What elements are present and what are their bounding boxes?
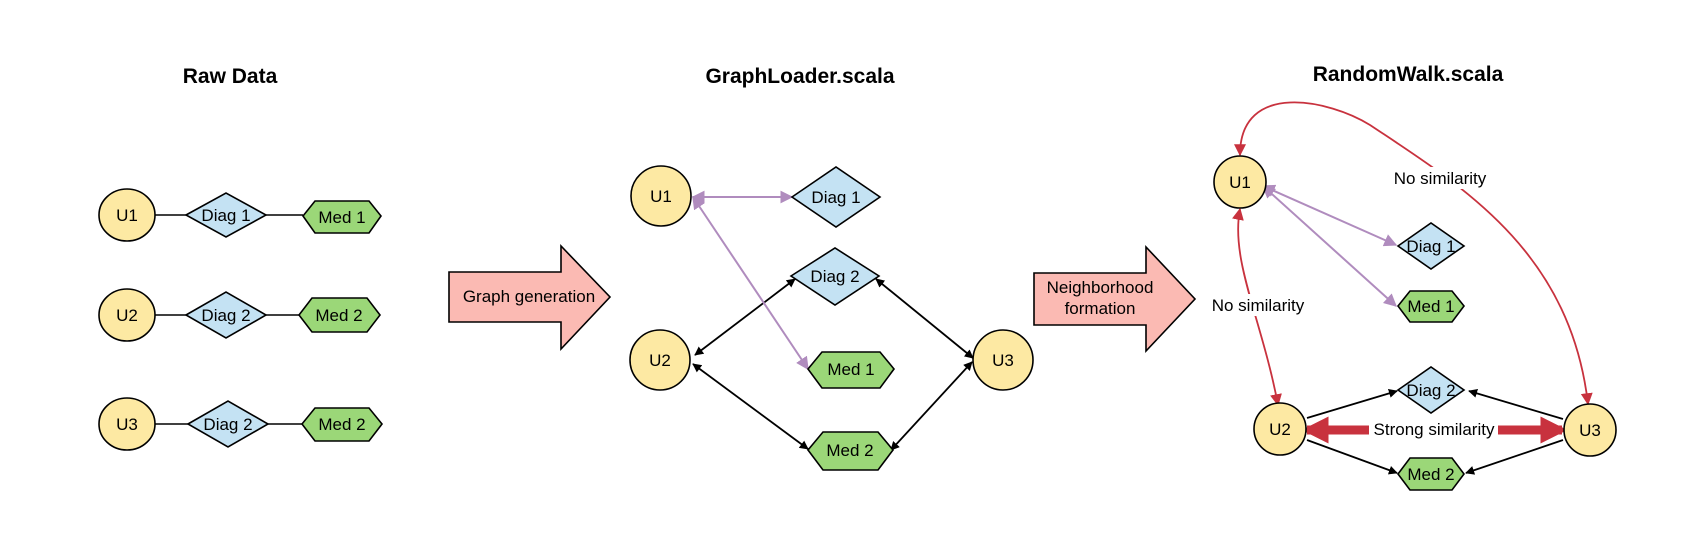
raw-data-panel: U1 Diag 1 Med 1 U2 Diag 2 Med 2 U3 Diag … [98, 188, 384, 451]
medication-label: Med 2 [315, 306, 362, 325]
neighborhood-label-line2: formation [1065, 299, 1136, 318]
raw-row-2: U2 Diag 2 Med 2 [98, 288, 382, 342]
graphloader-panel: U1 U2 U3 Diag 1 Diag 2 Med 1 Med 2 [629, 165, 1034, 471]
user-node [98, 397, 156, 451]
medication-node-med1 [806, 351, 896, 389]
graph-generation-step: Graph generation [448, 244, 612, 352]
neighborhood-formation-step: Neighborhood formation [1033, 244, 1197, 354]
diagnosis-label: Diag 1 [1406, 237, 1455, 256]
step-arrow-shape [1033, 244, 1197, 354]
diagnosis-node-diag2 [1396, 366, 1466, 414]
medication-node [301, 200, 383, 234]
edge-u1-diag1 [1261, 184, 1398, 247]
edge-diag2-u3 [875, 278, 974, 359]
label-bg [1370, 418, 1498, 440]
randomwalk-title: RandomWalk.scala [1313, 63, 1504, 86]
medication-node [300, 407, 384, 442]
user-node [98, 188, 156, 242]
user-node-u1 [1213, 155, 1267, 209]
medication-node-med1 [1396, 290, 1466, 323]
user-label: U2 [1269, 420, 1291, 439]
edge-u3-med2 [1465, 439, 1564, 475]
medication-label: Med 2 [318, 415, 365, 434]
raw-data-title: Raw Data [183, 65, 278, 88]
edge-u3-diag2 [1468, 388, 1564, 420]
diagnosis-label: Diag 2 [1406, 381, 1455, 400]
medication-node-med2 [806, 431, 895, 471]
user-label: U3 [992, 351, 1014, 370]
diagnosis-node-diag1 [1396, 222, 1466, 270]
user-node-u3 [1563, 403, 1617, 457]
diagnosis-node-diag2 [789, 247, 881, 306]
diagnosis-node [186, 400, 270, 448]
user-label: U1 [650, 187, 672, 206]
medication-node [297, 297, 382, 333]
diagnosis-node-diag1 [790, 166, 882, 228]
user-label: U1 [1229, 173, 1251, 192]
edge-u1-u3-no-similarity [1234, 101, 1593, 406]
label-bg [1381, 167, 1499, 189]
randomwalk-panel: No similarity No similarity Strong simil… [1207, 101, 1617, 491]
diagnosis-label: Diag 1 [201, 206, 250, 225]
graph-generation-label: Graph generation [463, 287, 595, 306]
user-label: U2 [649, 351, 671, 370]
diagnosis-label: Diag 2 [203, 415, 252, 434]
edge-diag2-u2 [694, 278, 796, 356]
strong-similarity-label: Strong similarity [1374, 420, 1495, 439]
graphloader-title: GraphLoader.scala [705, 65, 894, 88]
medication-label: Med 2 [1407, 465, 1454, 484]
diagnosis-node [184, 291, 268, 339]
label-bg [1207, 294, 1309, 316]
user-label: U3 [1579, 421, 1601, 440]
no-similarity-left-label: No similarity [1212, 296, 1305, 315]
diagnosis-label: Diag 2 [201, 306, 250, 325]
medication-label: Med 1 [827, 360, 874, 379]
edge-u2-med2 [692, 363, 809, 450]
user-node-u2 [629, 329, 691, 391]
diagnosis-label: Diag 2 [810, 267, 859, 286]
medication-label: Med 2 [826, 441, 873, 460]
edge-u2-diag2 [1306, 389, 1398, 419]
medication-node-med2 [1397, 457, 1465, 491]
user-node-u2 [1253, 402, 1307, 456]
raw-row-3: U3 Diag 2 Med 2 [98, 397, 384, 451]
user-node-u1 [630, 165, 692, 227]
diagnosis-label: Diag 1 [811, 188, 860, 207]
no-similarity-top-label: No similarity [1394, 169, 1487, 188]
edge-u2-med2 [1306, 439, 1398, 475]
raw-row-1: U1 Diag 1 Med 1 [98, 188, 383, 242]
edge-med2-u3 [890, 361, 973, 451]
user-label: U1 [116, 206, 138, 225]
neighborhood-label-line1: Neighborhood [1047, 278, 1154, 297]
user-label: U2 [116, 306, 138, 325]
edge-u1-med1 [692, 195, 809, 371]
user-node-u3 [972, 329, 1034, 391]
medication-label: Med 1 [318, 208, 365, 227]
user-label: U3 [116, 415, 138, 434]
edge-u1-med1 [1262, 185, 1397, 307]
step-arrow-shape [448, 244, 612, 352]
user-node [98, 288, 156, 342]
diagnosis-node [184, 192, 268, 238]
medication-label: Med 1 [1407, 297, 1454, 316]
